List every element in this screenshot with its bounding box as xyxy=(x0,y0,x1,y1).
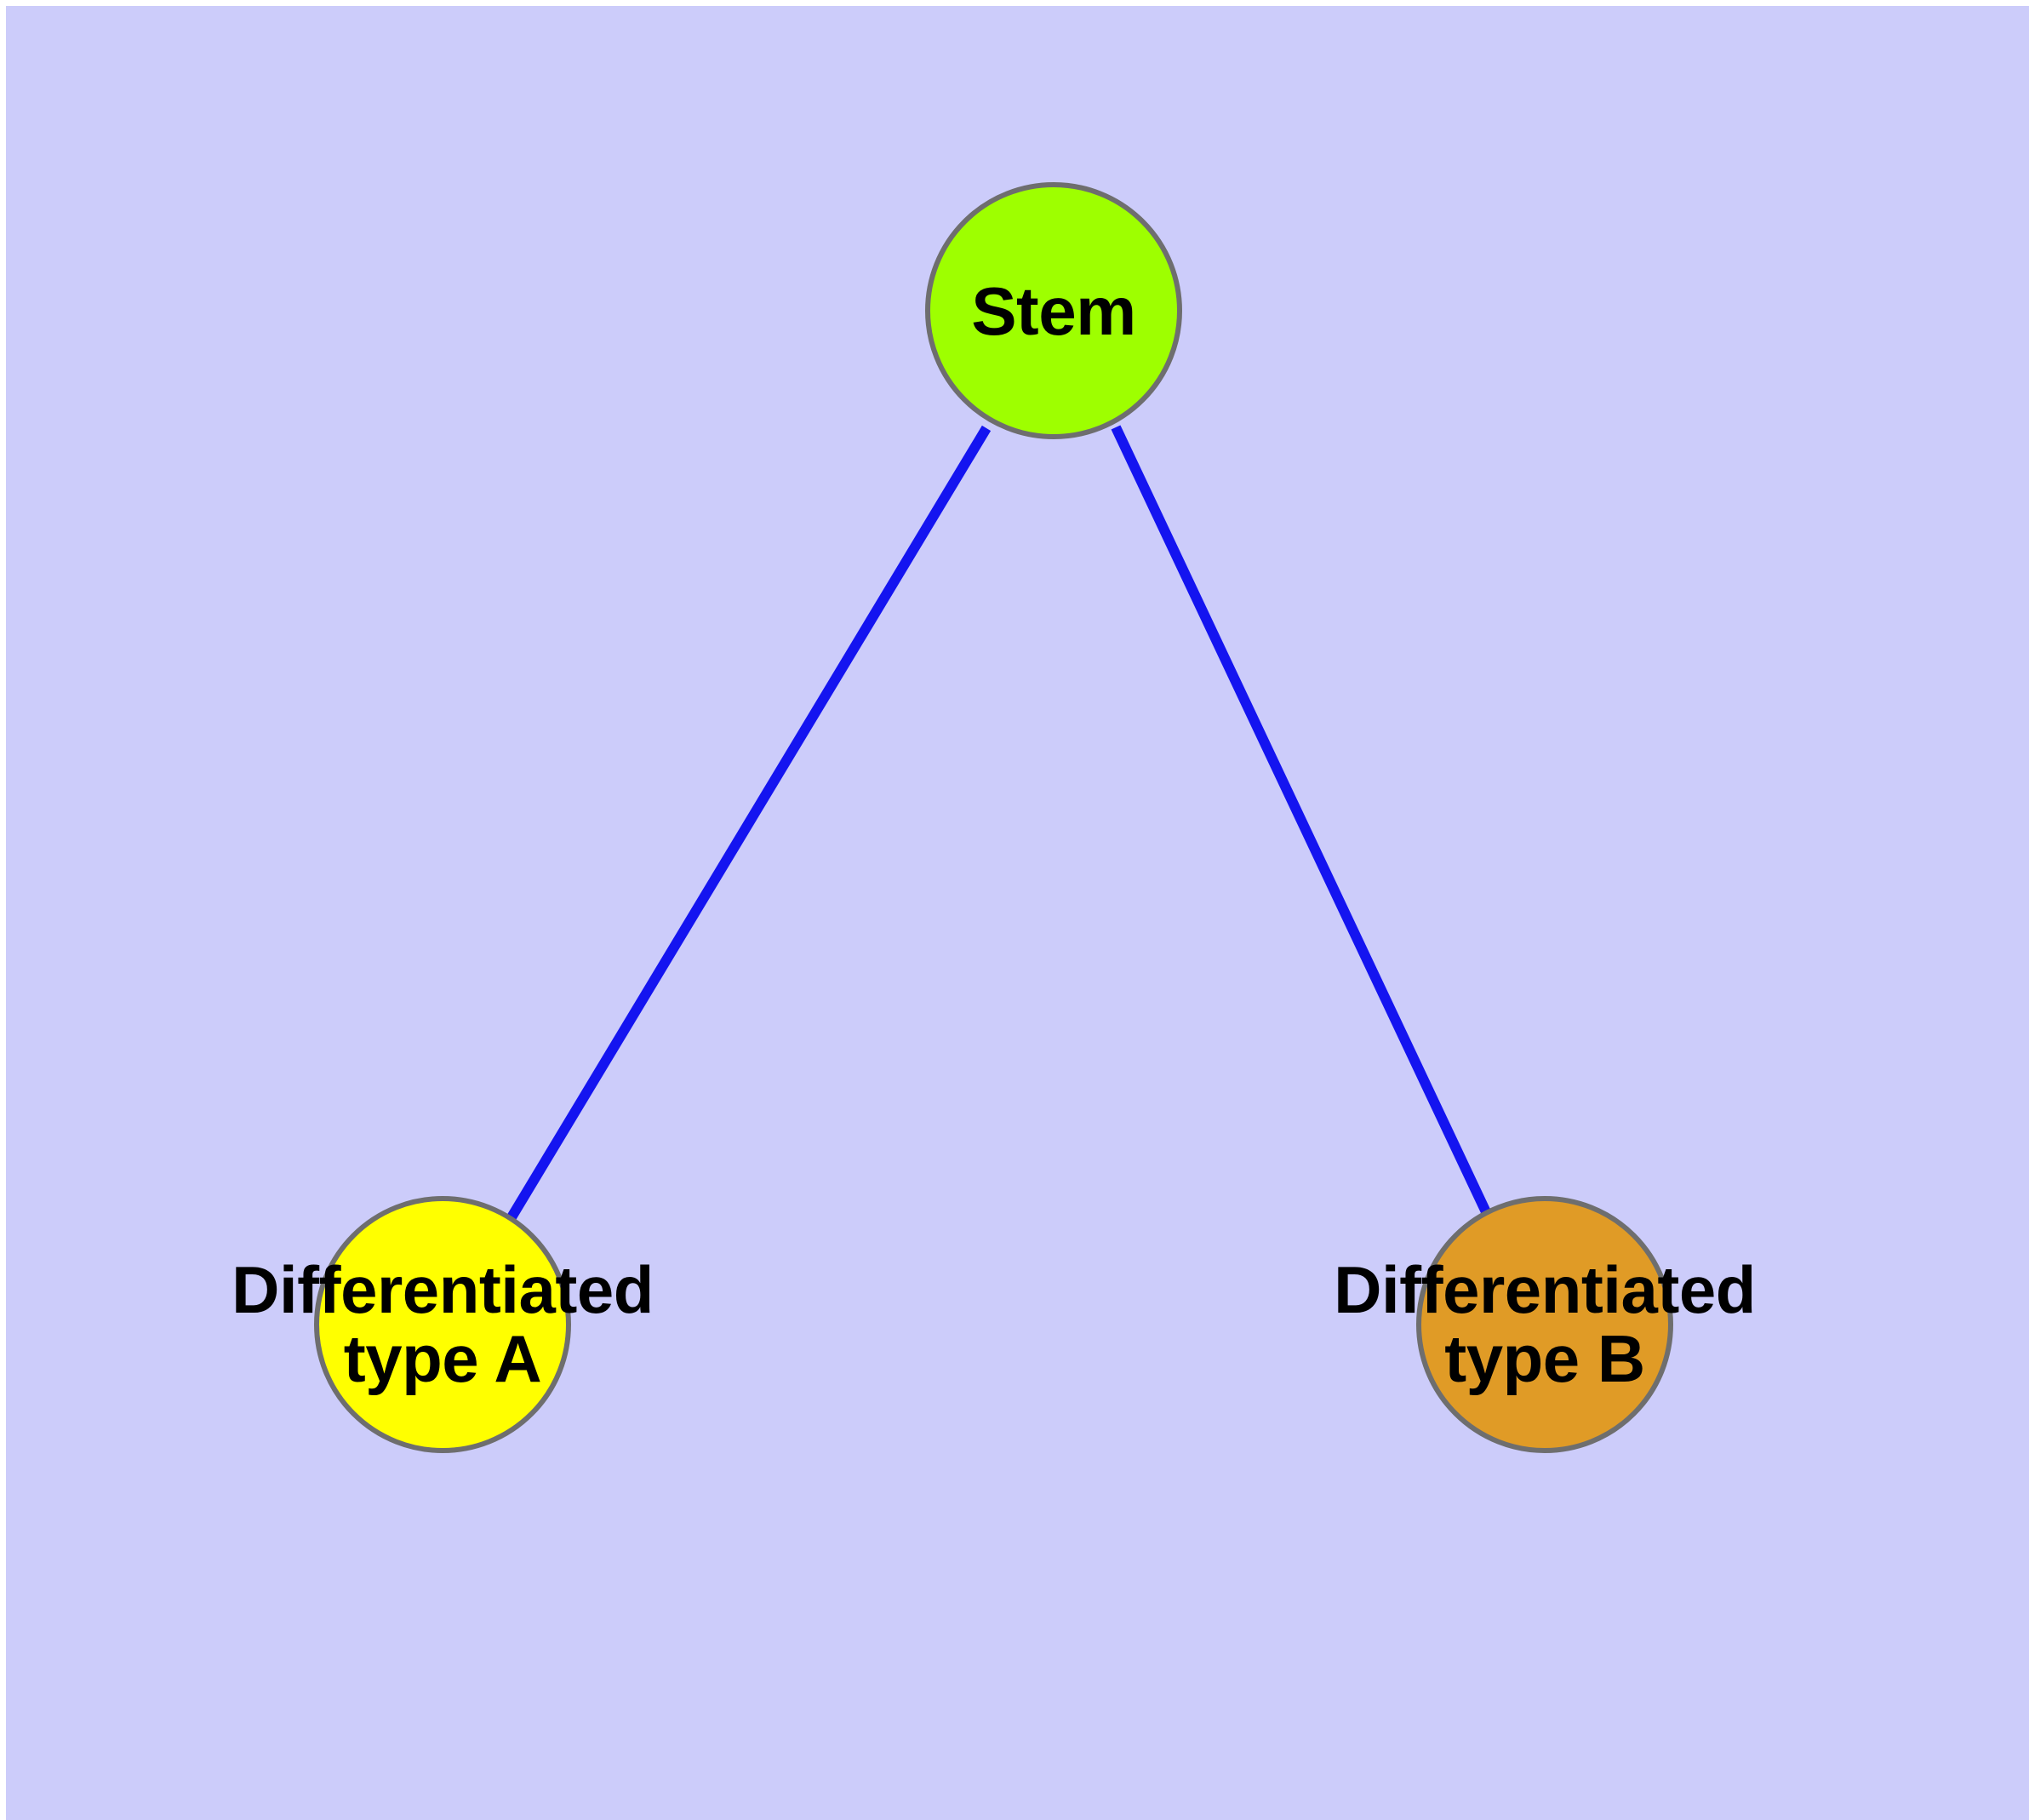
edge-stem-to-differentiated-b[interactable] xyxy=(1111,425,1493,1218)
edge-layer xyxy=(506,425,1493,1221)
node-differentiated-type-b[interactable] xyxy=(1416,1196,1673,1453)
node-differentiated-type-a[interactable] xyxy=(314,1196,571,1453)
node-layer xyxy=(314,182,1673,1453)
node-stem[interactable] xyxy=(925,182,1182,439)
edge-stem-to-differentiated-a[interactable] xyxy=(506,425,992,1221)
